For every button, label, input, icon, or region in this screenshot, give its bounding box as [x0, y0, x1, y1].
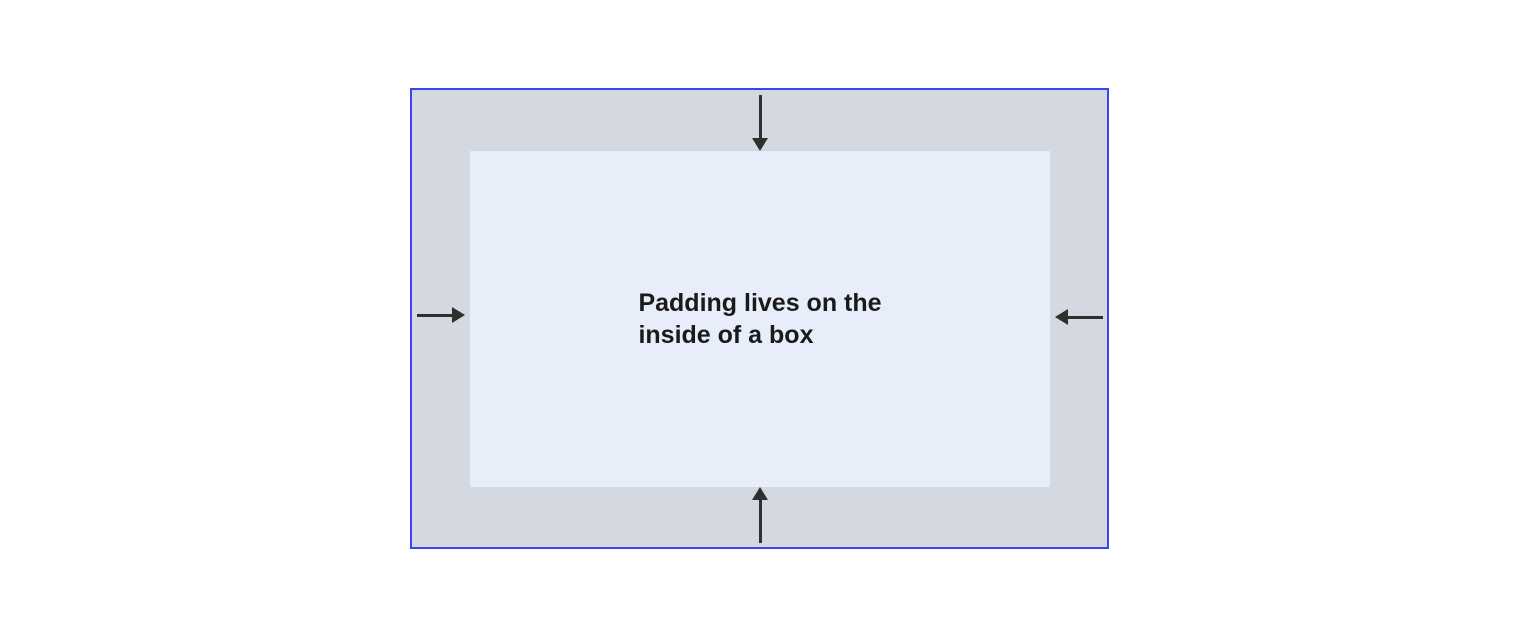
content-box: Padding lives on the inside of a box — [470, 151, 1050, 487]
arrow-up-icon — [752, 487, 768, 543]
arrow-head — [452, 307, 465, 323]
arrow-right-icon — [417, 307, 465, 323]
diagram-label: Padding lives on the inside of a box — [638, 289, 882, 349]
arrow-head — [752, 487, 768, 500]
arrow-head — [752, 138, 768, 151]
arrow-left-icon — [1055, 309, 1103, 325]
arrow-shaft — [758, 95, 762, 138]
arrow-down-icon — [752, 95, 768, 151]
arrow-shaft — [1068, 315, 1103, 319]
arrow-shaft — [758, 500, 762, 543]
padding-area-box: Padding lives on the inside of a box — [410, 88, 1109, 549]
arrow-shaft — [417, 313, 452, 317]
arrow-head — [1055, 309, 1068, 325]
